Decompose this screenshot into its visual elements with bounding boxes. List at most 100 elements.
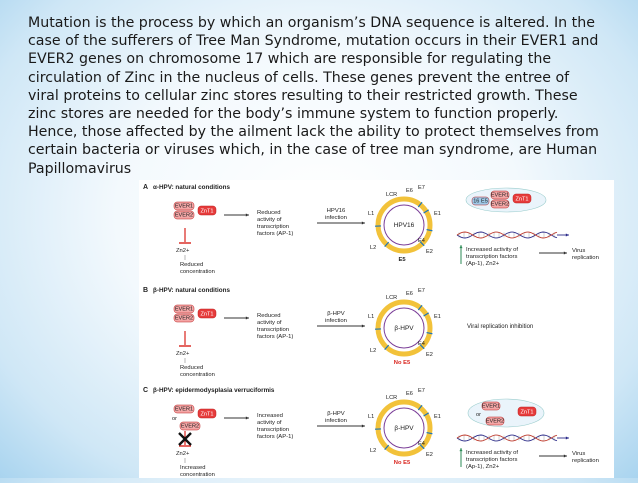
panel-a-outcome: Virus [572, 248, 585, 254]
panel-a-left-complex-zn: Zn2+ [176, 248, 190, 254]
panel-c-right-ever1-label: EVER1 [482, 404, 500, 410]
panel-a-right-znt1-label: ZnT1 [515, 197, 528, 203]
panel-a-virus-gene-lcr: LCR [386, 192, 397, 198]
panel-c-tf-text: activity of [257, 420, 282, 426]
panel-a-right-e5-label: 16 E5 [473, 199, 488, 205]
panel-a-left-complex-zn-status: concentration [180, 269, 215, 275]
panel-c-left-complex-zn-status: Increased [180, 465, 205, 471]
panel-c-virus-gene-e7: E7 [418, 388, 425, 394]
panel-c-left-complex-or: or [172, 416, 177, 422]
panel-a-tf-text: transcription [257, 224, 289, 230]
panel-b-virus-label: β-HPV [394, 325, 414, 332]
panel-c-title: β-HPV: epidermodysplasia verruciformis [153, 387, 275, 394]
panel-a-virus-gene-l1: L1 [368, 211, 374, 217]
panel-b-tf-text: Reduced [257, 313, 281, 319]
paragraph-line: Mutation is the process by which an orga… [28, 14, 618, 32]
panel-c-outcome: replication [572, 458, 599, 464]
paragraph-line: Hence, those affected by the ailment lac… [28, 123, 618, 141]
panel-b-left-complex-ever1-label: EVER1 [175, 307, 193, 313]
panel-b-left-complex-zn-status: Reduced [180, 365, 203, 371]
panel-c-arrow-2-head [362, 424, 365, 427]
panel-c-arrow-3-head [564, 454, 567, 457]
panel-c-right-ever2-label: EVER2 [486, 419, 504, 425]
panel-c-virus-e5-label: No E5 [394, 460, 411, 466]
panel-a-left-complex-ever1-label: EVER1 [175, 204, 193, 210]
paragraph-line: Papillomavirus [28, 160, 618, 178]
panel-c-tf-text: Increased [257, 413, 283, 419]
panel-c-arrow-1-head [246, 416, 249, 419]
panel-c-letter: C [143, 387, 148, 394]
panel-c-virus-label: β-HPV [394, 425, 414, 432]
panel-b-virus-e5-label: No E5 [394, 360, 411, 366]
panel-c-up-arrow-tip-head [459, 448, 462, 451]
panel-a-virus-gene-e7: E7 [418, 185, 425, 191]
panel-a-virus-gene-e1: E1 [434, 211, 441, 217]
panel-b-left-complex-zn-status: concentration [180, 372, 215, 378]
paragraph-line: EVER2 genes on chromosome 17 which are r… [28, 50, 618, 68]
panel-b-left-complex-ever2-label: EVER2 [175, 316, 193, 322]
panel-a-virus-gene-e2: E2 [426, 249, 433, 255]
panel-a-tf-text: factors (AP-1) [257, 231, 293, 237]
panel-c-virus-gene-e1: E1 [434, 414, 441, 420]
panel-a-up-arrow-tip-head [459, 245, 462, 248]
panel-a-virus-label: HPV16 [394, 222, 415, 229]
panel-b-left-complex-zn: Zn2+ [176, 351, 190, 357]
panel-b-virus-gene-l1: L1 [368, 314, 374, 320]
panel-c-left-complex-ever1-label: EVER1 [175, 407, 193, 413]
panel-b-virus-gene-e7: E7 [418, 288, 425, 294]
panel-c-virus-gene-l2: L2 [370, 448, 376, 454]
panel-a-title: α-HPV: natural conditions [153, 184, 230, 191]
panel-b-virus-gene-lcr: LCR [386, 295, 397, 301]
panel-a-outcome: replication [572, 255, 599, 261]
paragraph-line: case of the sufferers of Tree Man Syndro… [28, 32, 618, 50]
panel-a-left-complex-zn-status: Reduced [180, 262, 203, 268]
panel-b-virus-gene-l2: L2 [370, 348, 376, 354]
panel-c-left-complex-zn-status: concentration [180, 472, 215, 478]
panel-b-virus-gene-e1: E1 [434, 314, 441, 320]
panel-b-outcome: Viral replication inhibition [467, 324, 533, 330]
panel-a-infection: HPV16 [327, 208, 346, 214]
panel-b-infection: infection [325, 318, 347, 324]
panel-c-right-znt1-label: ZnT1 [520, 410, 533, 416]
panel-a-tf-text: Reduced [257, 210, 281, 216]
panel-a-right-ever1-label: EVER1 [491, 193, 509, 199]
paragraph-line: viral proteins to cellular zinc stores r… [28, 87, 618, 105]
panel-a-infection: infection [325, 215, 347, 221]
panel-c-infection: infection [325, 418, 347, 424]
panel-c-dna-arrow-head [566, 436, 569, 439]
panel-a-arrow-2-head [362, 221, 365, 224]
panel-c-tf-text: transcription [257, 427, 289, 433]
panel-a-virus-gene-e6: E6 [406, 188, 413, 194]
panel-b-letter: B [143, 287, 148, 294]
panel-a-result-text: (Ap-1), Zn2+ [466, 261, 500, 267]
panel-c-infection: β-HPV [327, 411, 345, 417]
panel-b-arrow-1-head [246, 316, 249, 319]
panel-b-virus-gene-e2: E2 [426, 352, 433, 358]
panel-c-virus-gene-l1: L1 [368, 414, 374, 420]
panel-c-virus-gene-lcr: LCR [386, 395, 397, 401]
panel-a-left-complex-znt1-label: ZnT1 [200, 209, 213, 215]
panel-a-arrow-1-head [246, 213, 249, 216]
body-paragraph: Mutation is the process by which an orga… [28, 14, 618, 178]
panel-b-left-complex-znt1-label: ZnT1 [200, 312, 213, 318]
panel-c-result-text: transcription factors [466, 457, 517, 463]
panel-b-infection: β-HPV [327, 311, 345, 317]
panel-a-virus-gene-l2: L2 [370, 245, 376, 251]
paragraph-line: circulation of Zinc in the nucleus of ce… [28, 69, 618, 87]
panel-b-arrow-2-head [362, 324, 365, 327]
panel-a-result-text: transcription factors [466, 254, 517, 260]
panel-a-right-ever2-label: EVER2 [491, 202, 509, 208]
panel-a-result-text: Increased activity of [466, 247, 518, 253]
panel-a-letter: A [143, 184, 148, 191]
paragraph-line: zinc stores are needed for the body’s im… [28, 105, 618, 123]
panel-b-title: β-HPV: natural conditions [153, 287, 230, 294]
panel-a-arrow-3-head [564, 251, 567, 254]
panel-a-virus-e5-label: E5 [398, 257, 406, 263]
panel-b-virus-gene-e6: E6 [406, 291, 413, 297]
panel-a-tf-text: activity of [257, 217, 282, 223]
panel-a-left-complex-ever2-label: EVER2 [175, 213, 193, 219]
panel-c-left-complex-ever2-label: EVER2 [181, 424, 199, 430]
panel-c-outcome: Virus [572, 451, 585, 457]
